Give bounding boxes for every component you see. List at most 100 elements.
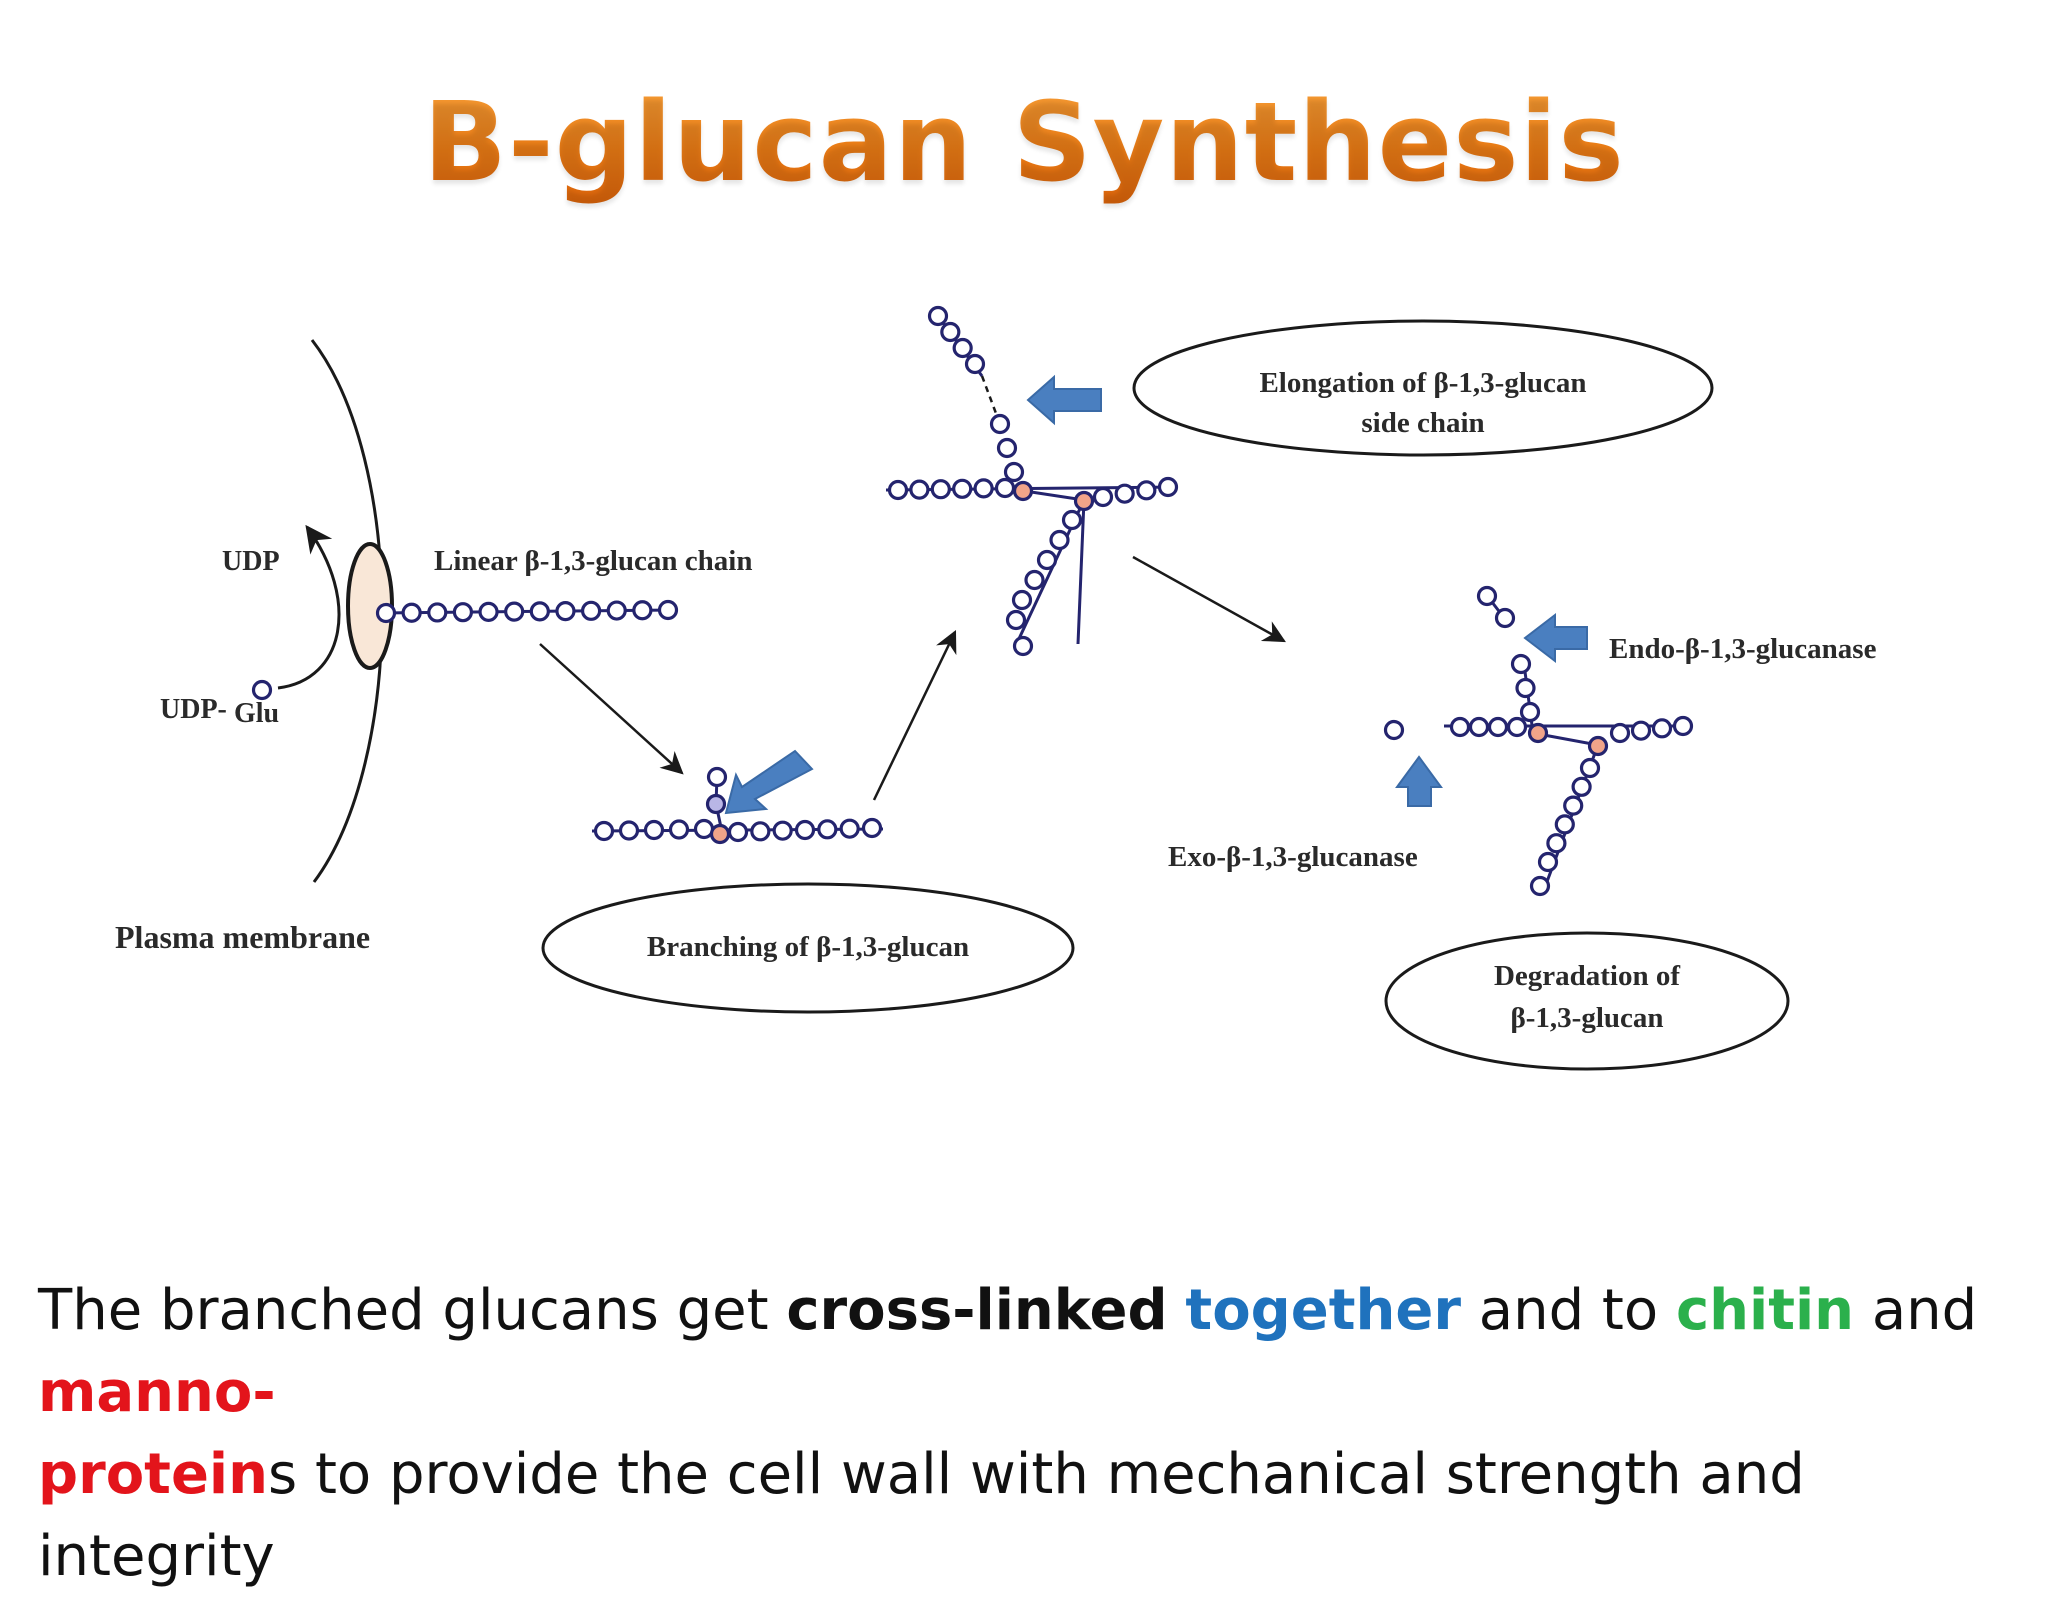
linear-chain-label: Linear β-1,3-glucan chain xyxy=(434,545,752,577)
glucose-unit xyxy=(1024,569,1045,591)
glucose-unit xyxy=(632,600,653,621)
glucose-unit xyxy=(427,602,448,623)
udp-label: UDP xyxy=(222,546,280,577)
glucose-unit xyxy=(1114,483,1135,504)
branch-point-unit xyxy=(1073,490,1095,512)
branching-label: Branching of β-1,3-glucan xyxy=(647,931,969,963)
glucose-unit xyxy=(504,601,525,622)
glucose-unit xyxy=(964,353,986,375)
glucose-unit xyxy=(1529,875,1551,897)
glucose-unit xyxy=(861,817,883,839)
branching-enzyme-arrow xyxy=(724,749,814,815)
glucose-unit xyxy=(251,679,273,701)
glucose-unit xyxy=(618,820,640,841)
udp-release-arrow xyxy=(277,524,341,690)
glucose-unit xyxy=(1003,461,1025,483)
process-arrow-to-elongation xyxy=(872,629,957,801)
glucose-unit xyxy=(1510,653,1532,675)
glucose-unit xyxy=(930,479,951,500)
glucose-unit xyxy=(1506,716,1528,738)
exo-glucanase-arrow xyxy=(1395,755,1443,807)
caption-cross-linked: cross-linked xyxy=(786,1278,1168,1343)
glucose-unit xyxy=(555,600,576,622)
caption-together: together xyxy=(1185,1278,1461,1343)
glucose-unit xyxy=(973,478,994,499)
glucose-unit xyxy=(1494,607,1516,629)
glucose-unit xyxy=(1011,589,1033,611)
branch-point-unit xyxy=(709,823,731,845)
glucose-unit xyxy=(817,819,838,840)
endo-glucanase-label: Endo-β-1,3-glucanase xyxy=(1609,633,1877,665)
glucose-unit xyxy=(1609,722,1631,744)
glucose-unit xyxy=(887,479,909,501)
glucose-unit xyxy=(727,821,749,843)
glucose-unit xyxy=(1563,795,1584,816)
glucose-unit xyxy=(1036,549,1058,571)
glucose-unit xyxy=(593,820,615,842)
exo-glucanase-label: Exo-β-1,3-glucanase xyxy=(1168,841,1418,873)
branch-point-unit xyxy=(1587,735,1609,757)
enzyme-arrows xyxy=(724,374,1588,815)
glucose-unit xyxy=(668,819,690,840)
glucose-unit xyxy=(839,818,860,839)
glucose-unit xyxy=(606,600,627,621)
glucose-unit xyxy=(989,413,1011,435)
glucose-unit xyxy=(1476,585,1498,607)
glucose-unit xyxy=(1383,719,1405,741)
caption: The branched glucans get cross-linked to… xyxy=(38,1270,2018,1598)
glucose-unit xyxy=(952,337,973,359)
glucose-unit xyxy=(657,599,679,621)
glucose-unit xyxy=(580,600,602,621)
caption-text-2: and to xyxy=(1460,1278,1676,1343)
elongation-enzyme-arrow xyxy=(1026,374,1102,426)
glucose-unit xyxy=(927,305,949,327)
glucose-unit xyxy=(1579,757,1601,779)
caption-text-3: and xyxy=(1854,1278,1978,1343)
slide-title: B-glucan Synthesis xyxy=(0,78,2048,206)
glucose-unit xyxy=(1672,715,1694,737)
degradation-label-oval xyxy=(1384,931,1790,1071)
caption-manno: manno- xyxy=(38,1360,276,1425)
glucose-unit xyxy=(1487,716,1509,738)
glucose-unit xyxy=(529,601,550,622)
caption-space xyxy=(1168,1278,1186,1343)
glucose-unit xyxy=(1136,480,1157,501)
process-arrow-to-branching xyxy=(539,643,684,775)
glucose-unit xyxy=(1515,677,1536,699)
glucose-unit xyxy=(375,602,397,624)
glucose-unit xyxy=(705,793,727,815)
glucose-unit xyxy=(1651,718,1673,739)
glucan-synthesis-diagram: UDP UDP- Glu Linear β-1,3-glucan chain P… xyxy=(115,305,1877,1071)
glucose-unit xyxy=(794,819,816,841)
glucose-unit xyxy=(643,819,665,841)
branch-point-unit xyxy=(1012,480,1034,502)
glucose-unit xyxy=(1554,814,1575,835)
glu-label: Glu xyxy=(234,698,279,729)
caption-text-4: s to provide the cell wall with mechanic… xyxy=(38,1442,1805,1589)
glucose-unit xyxy=(1049,529,1070,551)
glucose-units xyxy=(251,305,1694,897)
endo-glucanase-arrow xyxy=(1523,612,1588,664)
elongation-label-oval xyxy=(1132,319,1714,457)
plasma-membrane-label: Plasma membrane xyxy=(115,919,370,955)
glucose-unit xyxy=(994,477,1016,499)
glucose-unit xyxy=(996,437,1018,459)
process-arrow-to-degradation xyxy=(1132,555,1286,643)
glucose-unit xyxy=(1546,833,1567,854)
caption-chitin: chitin xyxy=(1675,1278,1855,1343)
degradation-label-line2: β-1,3-glucan xyxy=(1510,1002,1663,1034)
glucose-unit xyxy=(1157,476,1179,498)
glucose-unit xyxy=(1061,509,1083,531)
elongation-label-line2: side chain xyxy=(1361,407,1484,439)
branch-point-unit xyxy=(1527,722,1549,744)
elongation-label-line1: Elongation of β-1,3-glucan xyxy=(1259,367,1586,399)
glucose-unit xyxy=(1092,486,1114,508)
side-chain-dashed-link xyxy=(980,375,1002,425)
branching-label-oval xyxy=(541,882,1075,1014)
glucose-unit xyxy=(1468,716,1490,738)
glucose-unit xyxy=(952,478,973,499)
glucose-unit xyxy=(452,602,474,623)
glucose-unit xyxy=(1519,701,1541,723)
glucose-unit xyxy=(909,479,930,500)
glucose-unit xyxy=(750,821,771,842)
